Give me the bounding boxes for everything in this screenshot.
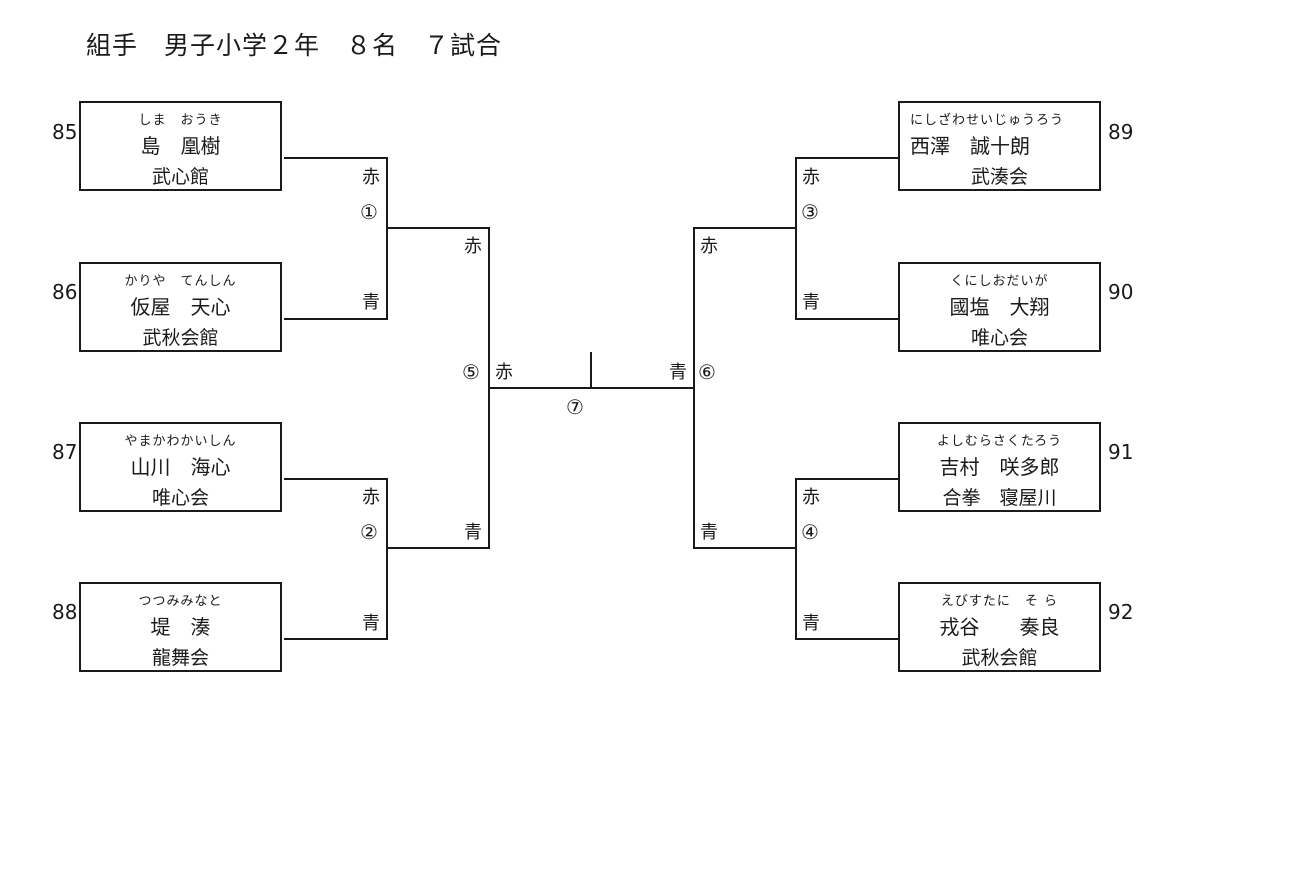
bracket-line <box>284 318 388 320</box>
player-furigana: くにしおだいが <box>950 274 1049 289</box>
blue-label: 青 <box>362 292 380 313</box>
player-box: やまかわかいしん 山川 海心 唯心会 <box>79 422 282 512</box>
player-furigana: よしむらさくたろう <box>936 434 1063 449</box>
player-furigana: えびすたに そ ら <box>940 594 1059 609</box>
player-number: 92 <box>1108 600 1134 624</box>
player-dojo: 龍舞会 <box>151 647 209 669</box>
bracket-line <box>488 387 695 389</box>
player-box: つつみみなと 堤 湊 龍舞会 <box>79 582 282 672</box>
bracket-line <box>795 318 899 320</box>
bracket-line <box>284 157 388 159</box>
player-number: 86 <box>52 280 78 304</box>
player-dojo: 合拳 寝屋川 <box>942 487 1057 509</box>
player-dojo: 武心館 <box>151 166 209 188</box>
player-name: 戎谷 奏良 <box>939 615 1060 639</box>
player-box: かりや てんしん 仮屋 天心 武秋会館 <box>79 262 282 352</box>
red-label: 赤 <box>802 487 820 508</box>
player-name: 吉村 咲多郎 <box>939 455 1060 479</box>
match-number: ① <box>360 200 378 224</box>
match-number: ② <box>360 520 378 544</box>
bracket-line <box>386 227 490 229</box>
player-dojo: 唯心会 <box>151 487 209 509</box>
blue-label: 青 <box>362 613 380 634</box>
red-label: 赤 <box>700 236 718 257</box>
player-number: 88 <box>52 600 78 624</box>
bracket-line <box>284 478 388 480</box>
bracket-line <box>386 547 490 549</box>
player-dojo: 武秋会館 <box>142 327 219 349</box>
player-dojo: 武湊会 <box>970 166 1028 188</box>
player-furigana: やまかわかいしん <box>124 434 237 449</box>
player-box: えびすたに そ ら 戎谷 奏良 武秋会館 <box>898 582 1101 672</box>
red-label: 赤 <box>495 362 513 383</box>
blue-label: 青 <box>802 292 820 313</box>
bracket-line <box>795 478 899 480</box>
red-label: 赤 <box>362 487 380 508</box>
player-box: しま おうき 島 凰樹 武心館 <box>79 101 282 191</box>
player-box: よしむらさくたろう 吉村 咲多郎 合拳 寝屋川 <box>898 422 1101 512</box>
player-name: 堤 湊 <box>150 615 211 639</box>
player-furigana: かりや てんしん <box>124 274 237 289</box>
final-marker <box>590 352 592 388</box>
player-name: 國塩 大翔 <box>949 295 1050 319</box>
player-furigana: しま おうき <box>138 113 223 128</box>
player-dojo: 武秋会館 <box>961 647 1038 669</box>
bracket-line <box>386 478 388 640</box>
bracket-line <box>795 157 899 159</box>
bracket-line <box>795 478 797 640</box>
player-number: 89 <box>1108 120 1134 144</box>
player-box: くにしおだいが 國塩 大翔 唯心会 <box>898 262 1101 352</box>
bracket-line <box>795 157 797 320</box>
blue-label: 青 <box>802 613 820 634</box>
player-number: 85 <box>52 120 78 144</box>
bracket-line <box>693 547 797 549</box>
player-name: 仮屋 天心 <box>130 295 231 319</box>
red-label: 赤 <box>464 236 482 257</box>
red-label: 赤 <box>802 167 820 188</box>
red-label: 赤 <box>362 167 380 188</box>
bracket-line <box>284 638 388 640</box>
player-number: 91 <box>1108 440 1134 464</box>
match-number: ⑦ <box>566 395 584 419</box>
match-number: ③ <box>801 200 819 224</box>
player-furigana: にしざわせいじゅうろう <box>910 113 1065 128</box>
bracket-line <box>386 157 388 320</box>
player-name: 山川 海心 <box>130 455 231 479</box>
match-number: ⑥ <box>698 360 716 384</box>
player-box: にしざわせいじゅうろう 西澤 誠十朗 武湊会 <box>898 101 1101 191</box>
player-number: 90 <box>1108 280 1134 304</box>
blue-label: 青 <box>669 362 687 383</box>
player-name: 島 凰樹 <box>140 134 221 158</box>
blue-label: 青 <box>700 522 718 543</box>
player-furigana: つつみみなと <box>138 594 223 609</box>
player-number: 87 <box>52 440 78 464</box>
player-dojo: 唯心会 <box>970 327 1028 349</box>
match-number: ④ <box>801 520 819 544</box>
bracket-line <box>693 227 797 229</box>
player-name: 西澤 誠十朗 <box>910 134 1030 158</box>
page-title: 組手 男子小学２年 ８名 ７試合 <box>86 31 503 60</box>
bracket-line <box>795 638 899 640</box>
match-number: ⑤ <box>462 360 480 384</box>
blue-label: 青 <box>464 522 482 543</box>
